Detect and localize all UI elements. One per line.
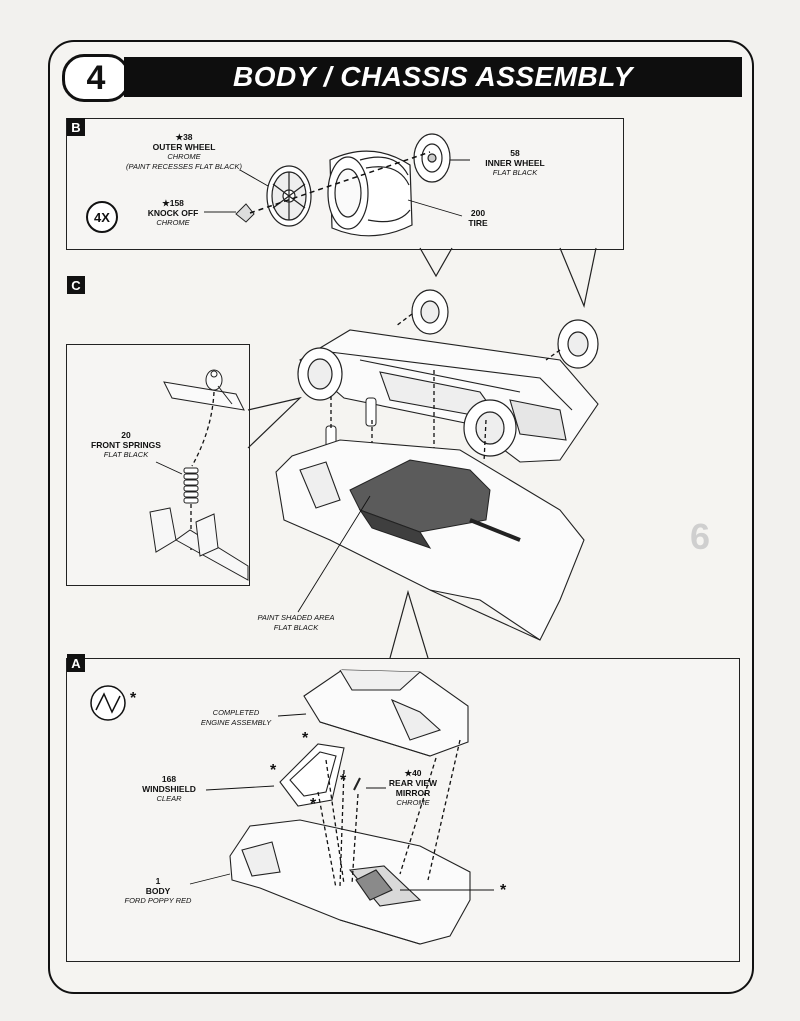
engine-assembly-line1: COMPLETED bbox=[212, 708, 260, 717]
paint-note-label: PAINT SHADED AREA FLAT BLACK bbox=[248, 613, 344, 633]
windshield-label: 168 WINDSHIELD CLEAR bbox=[134, 774, 204, 804]
engine-assembly-line2: ENGINE ASSEMBLY bbox=[200, 718, 272, 727]
knock-off-label: ★158 KNOCK OFF CHROME bbox=[140, 198, 206, 228]
bleed-through-step-number: 6 bbox=[690, 516, 711, 557]
outer-wheel-note: (PAINT RECESSES FLAT BLACK) bbox=[126, 162, 242, 171]
windshield-glue-marker-top: * bbox=[302, 730, 309, 747]
mirror-name-1: REAR VIEW bbox=[388, 778, 438, 788]
inner-wheel-part bbox=[413, 133, 451, 183]
front-springs-name: FRONT SPRINGS bbox=[91, 440, 161, 450]
front-spring-detail bbox=[183, 467, 199, 504]
windshield-glue-marker-right: * bbox=[340, 772, 347, 789]
panel-c-label: C bbox=[67, 276, 85, 294]
tire-label: 200 TIRE bbox=[456, 208, 500, 228]
windshield-glue-marker-left: * bbox=[270, 762, 277, 779]
glue-marker: * bbox=[130, 690, 137, 707]
paint-note-line1: PAINT SHADED AREA bbox=[257, 613, 335, 622]
chassis-assembly bbox=[299, 329, 599, 463]
shaded-interior-area bbox=[349, 459, 491, 549]
page-title: BODY / CHASSIS ASSEMBLY bbox=[124, 57, 742, 97]
body-number: 1 bbox=[155, 876, 161, 886]
inner-wheel-name: INNER WHEEL bbox=[485, 158, 545, 168]
step-number-badge: 4 bbox=[62, 54, 130, 102]
front-springs-label: 20 FRONT SPRINGS FLAT BLACK bbox=[82, 430, 170, 460]
mirror-number: ★40 bbox=[404, 768, 422, 778]
windshield-finish: CLEAR bbox=[156, 794, 182, 803]
tire-number: 200 bbox=[470, 208, 486, 218]
body-name: BODY bbox=[145, 886, 171, 896]
windshield-glue-marker-bottom: * bbox=[310, 796, 317, 813]
body-glue-marker: * bbox=[500, 882, 507, 899]
outer-wheel-number: ★38 bbox=[175, 132, 193, 142]
frame-bracket-detail bbox=[149, 507, 249, 581]
knock-off-part bbox=[204, 203, 255, 223]
panel-b-label: B bbox=[67, 118, 85, 136]
upper-arm-detail bbox=[163, 369, 245, 411]
front-springs-number: 20 bbox=[121, 430, 131, 440]
windshield-number: 168 bbox=[161, 774, 177, 784]
body-finish: FORD POPPY RED bbox=[124, 896, 192, 905]
front-springs-finish: FLAT BLACK bbox=[103, 450, 149, 459]
outer-wheel-finish: CHROME bbox=[167, 152, 201, 161]
knock-off-name: KNOCK OFF bbox=[147, 208, 199, 218]
paint-note-line2: FLAT BLACK bbox=[273, 623, 319, 632]
mirror-name-2: MIRROR bbox=[395, 788, 431, 798]
knock-off-number: ★158 bbox=[162, 198, 184, 208]
chassis-wheels bbox=[297, 289, 599, 457]
windshield-name: WINDSHIELD bbox=[142, 784, 196, 794]
knock-off-finish: CHROME bbox=[156, 218, 190, 227]
glue-icon bbox=[90, 685, 126, 721]
outer-wheel-label: ★38 OUTER WHEEL CHROME (PAINT RECESSES F… bbox=[124, 132, 244, 172]
body-shell-a bbox=[229, 819, 471, 945]
panel-a-label: A bbox=[67, 654, 85, 672]
tire-part bbox=[327, 150, 413, 237]
body-label: 1 BODY FORD POPPY RED bbox=[118, 876, 198, 906]
windshield-part bbox=[279, 743, 345, 807]
engine-assembly-part bbox=[303, 669, 469, 757]
tire-name: TIRE bbox=[468, 218, 488, 228]
outer-wheel-name: OUTER WHEEL bbox=[152, 142, 216, 152]
inner-wheel-number: 58 bbox=[510, 148, 520, 158]
rear-view-mirror-label: ★40 REAR VIEW MIRROR CHROME bbox=[384, 768, 442, 808]
engine-assembly-label: COMPLETED ENGINE ASSEMBLY bbox=[194, 708, 278, 728]
quantity-4x-badge: 4X bbox=[86, 201, 118, 233]
inner-wheel-finish: FLAT BLACK bbox=[492, 168, 538, 177]
inner-wheel-label: 58 INNER WHEEL FLAT BLACK bbox=[470, 148, 560, 178]
mirror-finish: CHROME bbox=[396, 798, 430, 807]
